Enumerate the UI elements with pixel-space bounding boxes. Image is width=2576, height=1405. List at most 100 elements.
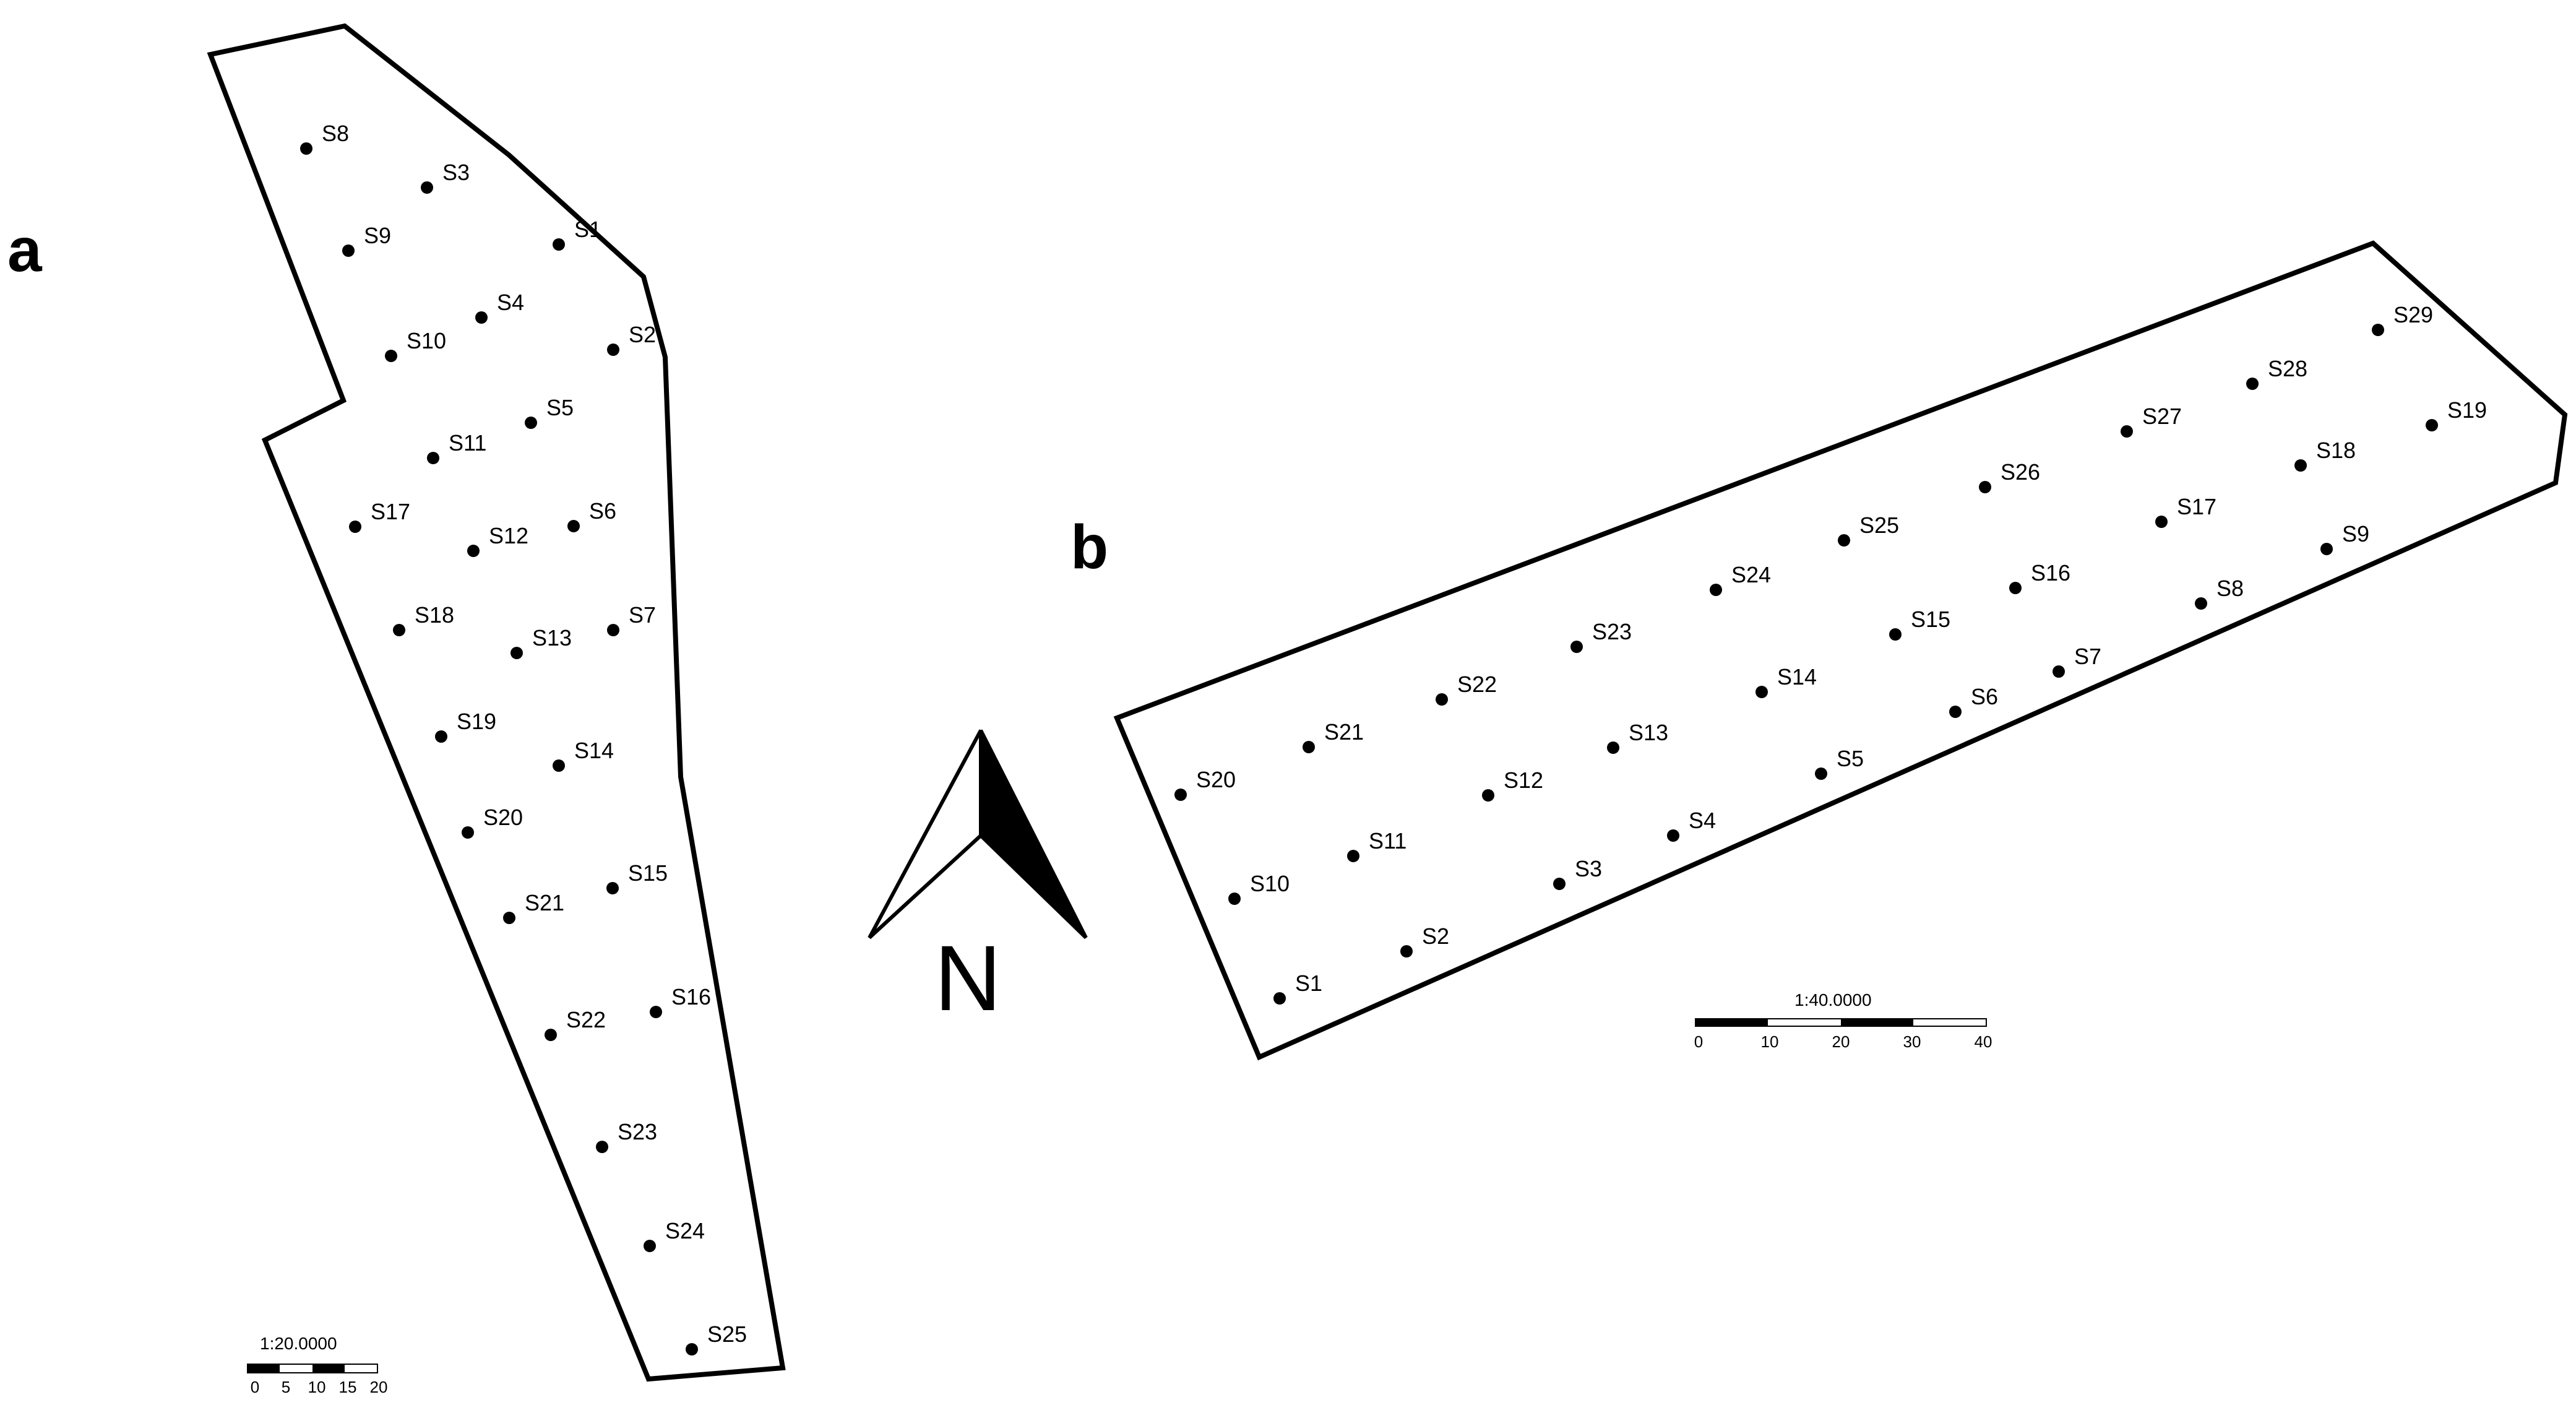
panel-a-site-dot-s16 — [650, 1006, 662, 1018]
panel-b-site-dot-s4 — [1667, 829, 1679, 842]
panel-b-site-dot-s8 — [2195, 597, 2207, 610]
panel-a-site-dot-s3 — [421, 181, 433, 194]
panel-b-scale-tick: 30 — [1903, 1032, 1921, 1051]
panel-a-scale-tick: 5 — [282, 1378, 290, 1396]
panel-b-site-dot-s14 — [1755, 686, 1768, 698]
panel-b-site-dot-s17 — [2155, 516, 2168, 528]
panel-a-site-dot-s20 — [462, 826, 474, 839]
panel-a-site-label-s12: S12 — [489, 523, 528, 548]
panel-a-site-label-s17: S17 — [371, 499, 410, 524]
panel-a-site-label-s16: S16 — [671, 984, 711, 1009]
panel-a-site-dot-s2 — [607, 344, 619, 356]
panel-b-site-dot-s19 — [2426, 419, 2438, 431]
panel-a-site-label-s25: S25 — [707, 1321, 747, 1347]
panel-a-site-dot-s19 — [435, 730, 447, 743]
panel-a-site-dot-s18 — [393, 624, 405, 636]
panel-b-site-label-s19: S19 — [2447, 397, 2487, 423]
panel-a-site-dot-s12 — [467, 545, 480, 557]
panel-b-scale-text: 1:40.0000 — [1794, 990, 1872, 1009]
panel-a-site-dot-s9 — [342, 244, 355, 257]
panel-b-site-label-s18: S18 — [2316, 438, 2356, 463]
panel-b-site-label-s6: S6 — [1971, 684, 1998, 709]
panel-b-site-label-s1: S1 — [1295, 971, 1322, 996]
north-arrow-letter: N — [934, 926, 1001, 1030]
panel-b-site-label-s29: S29 — [2393, 302, 2433, 327]
panel-b-site-label-s28: S28 — [2268, 356, 2307, 381]
panel-b-site-dot-s18 — [2294, 459, 2307, 472]
panel-b-scale-tick: 20 — [1832, 1032, 1850, 1051]
panel-a-letter: a — [7, 215, 43, 285]
panel-a-site-label-s21: S21 — [525, 890, 564, 915]
panel-a-site-label-s10: S10 — [407, 328, 446, 353]
panel-b-sites: S20S21S22S23S24S25S26S27S28S29S10S11S12S… — [1174, 302, 2487, 1005]
panel-b-site-label-s2: S2 — [1422, 923, 1449, 949]
panel-b-site-dot-s13 — [1607, 741, 1619, 754]
panel-a-site-label-s24: S24 — [665, 1218, 705, 1243]
panel-a-site-label-s3: S3 — [442, 160, 470, 185]
panel-a-site-dot-s21 — [503, 912, 515, 924]
panel-b-site-dot-s9 — [2320, 543, 2333, 555]
panel-b-site-label-s23: S23 — [1592, 619, 1632, 644]
panel-a-site-dot-s5 — [525, 417, 537, 429]
panel-b-scale-tick: 40 — [1975, 1032, 1992, 1051]
panel-b-boundary — [1113, 240, 2568, 1061]
panel-b-site-label-s24: S24 — [1731, 562, 1771, 587]
panel-b-site-dot-s23 — [1570, 641, 1583, 653]
panel-b-site-label-s7: S7 — [2074, 644, 2101, 669]
panel-b-site-label-s21: S21 — [1324, 719, 1364, 745]
panel-a-site-label-s13: S13 — [532, 625, 572, 651]
panel-a-site-dot-s24 — [644, 1240, 656, 1252]
panel-b-site-dot-s12 — [1482, 789, 1494, 802]
panel-b-site-dot-s21 — [1303, 741, 1315, 753]
panel-b-site-label-s5: S5 — [1837, 746, 1864, 771]
panel-a-site-dot-s6 — [567, 520, 580, 532]
panel-a-site-dot-s10 — [385, 350, 397, 362]
panel-a-site-label-s23: S23 — [618, 1119, 657, 1144]
panel-a-scale-tick: 0 — [251, 1378, 259, 1396]
panel-a-site-label-s4: S4 — [497, 290, 524, 315]
panel-a-site-label-s1: S1 — [574, 217, 601, 242]
panel-b-site-label-s27: S27 — [2142, 404, 2182, 429]
panel-b-site-label-s12: S12 — [1504, 767, 1543, 793]
panel-b-site-dot-s24 — [1710, 584, 1722, 596]
panel-a-site-label-s5: S5 — [546, 395, 574, 420]
panel-b-site-dot-s22 — [1436, 693, 1448, 706]
panel-b-site-label-s9: S9 — [2342, 521, 2369, 547]
panel-b-site-label-s8: S8 — [2216, 576, 2244, 601]
panel-b-site-label-s14: S14 — [1777, 664, 1817, 690]
panel-b-site-label-s11: S11 — [1369, 828, 1406, 854]
panel-b-site-dot-s5 — [1815, 767, 1827, 780]
panel-b-site-dot-s10 — [1228, 893, 1241, 905]
panel-a-scale-tick: 20 — [370, 1378, 388, 1396]
panel-b-site-label-s13: S13 — [1629, 720, 1668, 745]
panel-b-site-dot-s26 — [1979, 481, 1991, 493]
panel-b-scale-tick: 0 — [1694, 1032, 1703, 1051]
panel-b-site-dot-s25 — [1838, 534, 1850, 547]
panel-a-scale-tick: 15 — [339, 1378, 357, 1396]
panel-a-scale-text: 1:20.0000 — [260, 1334, 337, 1353]
panel-b-site-dot-s28 — [2246, 378, 2259, 390]
panel-a-site-dot-s11 — [427, 452, 439, 464]
panel-a-site-label-s2: S2 — [629, 322, 656, 347]
panel-b-letter: b — [1070, 512, 1108, 582]
panel-a-site-label-s22: S22 — [566, 1007, 606, 1032]
panel-a-site-label-s8: S8 — [322, 121, 349, 146]
panel-a-site-dot-s1 — [553, 238, 565, 251]
panel-b-site-label-s17: S17 — [2177, 494, 2216, 519]
panel-a-site-dot-s23 — [596, 1141, 608, 1153]
panel-b-site-dot-s1 — [1273, 992, 1286, 1005]
panel-b-site-label-s22: S22 — [1457, 672, 1497, 697]
panel-a-site-label-s11: S11 — [449, 430, 486, 456]
panel-b-site-label-s20: S20 — [1196, 767, 1236, 792]
panel-a-boundary — [207, 23, 786, 1382]
panel-b-site-label-s3: S3 — [1575, 856, 1602, 881]
panel-b-site-dot-s16 — [2009, 582, 2022, 594]
panel-a-site-dot-s22 — [545, 1029, 557, 1041]
panel-b-site-label-s10: S10 — [1250, 871, 1290, 896]
panel-a-site-label-s6: S6 — [589, 498, 616, 524]
panel-b-site-label-s4: S4 — [1689, 808, 1716, 833]
panel-b-site-label-s15: S15 — [1911, 607, 1950, 632]
